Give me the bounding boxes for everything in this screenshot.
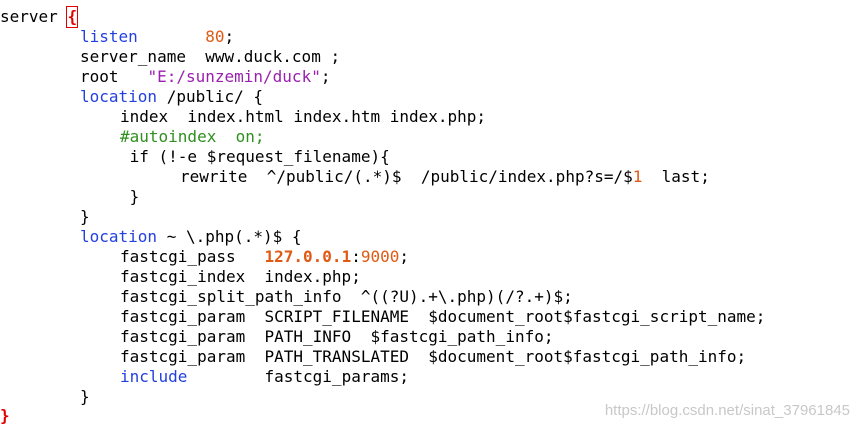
code-text: rewrite ^/public/(.*)$ /public/index.php… (180, 167, 633, 186)
code-text (187, 367, 264, 386)
code-line-listen: listen 80; (0, 27, 234, 47)
code-text: ~ \.php(.*)$ { (157, 227, 302, 246)
root-path-string: "E:/sunzemin/duck" (147, 67, 321, 86)
code-text: root (80, 67, 148, 86)
code-line-location-public: location /public/ { (0, 87, 263, 107)
code-line-include: include fastcgi_params; (0, 367, 409, 387)
code-text: fastcgi_index index.php; (120, 267, 361, 286)
code-text: } (120, 187, 140, 206)
code-line-fastcgi-split: fastcgi_split_path_info ^((?U).+\.php)(/… (0, 287, 573, 307)
code-line-autoindex-comment: #autoindex on; (0, 127, 265, 147)
keyword-include: include (120, 367, 188, 386)
code-line-server-close: } (0, 406, 10, 426)
code-line-if: if (!-e $request_filename){ (0, 147, 390, 167)
code-text: ; (320, 67, 331, 86)
code-line-location-close: } (0, 207, 90, 227)
code-text: fastcgi_param PATH_INFO $fastcgi_path_in… (120, 327, 554, 346)
code-text: fastcgi_param SCRIPT_FILENAME $document_… (120, 307, 766, 326)
code-text: last; (642, 167, 710, 186)
code-text: index index.html index.htm index.php; (120, 107, 487, 126)
code-text: fastcgi_param PATH_TRANSLATED $document_… (120, 347, 747, 366)
code-text: : (351, 247, 361, 266)
keyword-listen: listen (80, 27, 138, 46)
code-text: fastcgi_pass (120, 247, 265, 266)
code-line-server-name: server_name www.duck.com ; (0, 47, 340, 67)
capture-group-number: 1 (632, 167, 643, 186)
code-line-param-path-translated: fastcgi_param PATH_TRANSLATED $document_… (0, 347, 746, 367)
code-line-location-php: location ~ \.php(.*)$ { (0, 227, 302, 247)
code-line-index: index index.html index.htm index.php; (0, 107, 486, 127)
code-text: } (80, 387, 90, 406)
code-line-if-close: } (0, 187, 140, 207)
code-line-fastcgi-pass: fastcgi_pass 127.0.0.1:9000; (0, 247, 409, 267)
code-text: if (!-e $request_filename){ (120, 147, 390, 166)
code-line-server: server { (0, 6, 79, 28)
code-text: server_name www.duck.com ; (80, 47, 341, 66)
port-number: 80 (205, 27, 225, 46)
matching-brace: } (0, 406, 10, 425)
code-text: ; (224, 27, 235, 46)
code-text: fastcgi_params; (264, 367, 410, 386)
text-cursor-brace: { (66, 6, 79, 28)
code-text: fastcgi_split_path_info ^((?U).+\.php)(/… (120, 287, 573, 306)
ip-address: 127.0.0.1 (264, 247, 352, 266)
code-line-rewrite: rewrite ^/public/(.*)$ /public/index.php… (0, 167, 710, 187)
code-line-param-script: fastcgi_param SCRIPT_FILENAME $document_… (0, 307, 765, 327)
port-number: 9000 (360, 247, 400, 266)
code-line-param-path-info: fastcgi_param PATH_INFO $fastcgi_path_in… (0, 327, 553, 347)
code-line-root: root "E:/sunzemin/duck"; (0, 67, 330, 87)
comment-autoindex: #autoindex on; (120, 127, 265, 146)
keyword-location: location (80, 87, 158, 106)
code-line-fastcgi-index: fastcgi_index index.php; (0, 267, 361, 287)
watermark: https://blog.csdn.net/sinat_37961845 (604, 402, 850, 419)
code-text: /public/ { (157, 87, 264, 106)
code-text: server (0, 7, 68, 26)
code-text (138, 27, 205, 46)
code-line-location-php-close: } (0, 387, 90, 407)
code-text: ; (399, 247, 410, 266)
keyword-location: location (80, 227, 158, 246)
code-text: } (80, 207, 90, 226)
